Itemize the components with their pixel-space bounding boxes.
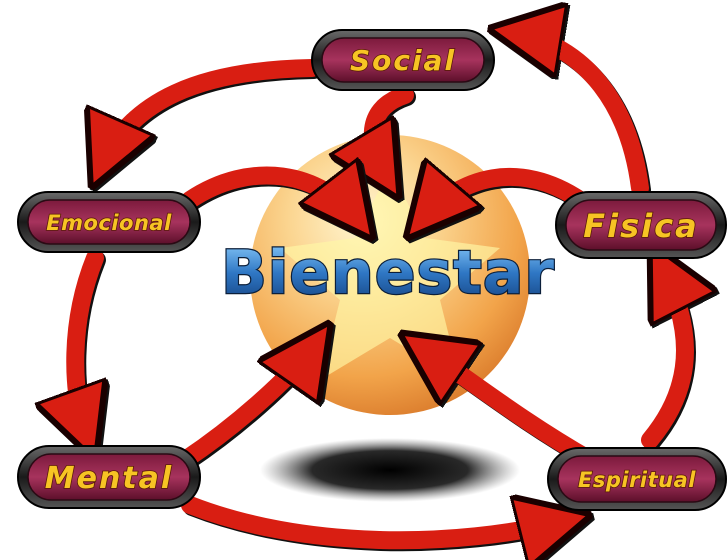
center-label: Bienestar bbox=[221, 238, 555, 308]
node-fisica-label: Fisica bbox=[583, 207, 698, 245]
arrow-espiritual-to-center bbox=[418, 345, 599, 469]
arrow-espiritual-to-fisica bbox=[641, 262, 685, 449]
node-social-label: Social bbox=[350, 44, 456, 77]
node-social: Social bbox=[311, 29, 495, 91]
node-fisica: Fisica bbox=[555, 191, 727, 259]
arrow-mental-to-center bbox=[176, 340, 318, 469]
outer-cycle-arrows bbox=[75, 32, 685, 540]
inner-arrows bbox=[176, 86, 599, 469]
arrow-social-to-center bbox=[373, 86, 414, 180]
center-star-glow bbox=[280, 168, 500, 380]
node-emocional: Emocional bbox=[17, 191, 201, 253]
node-mental: Mental bbox=[17, 445, 201, 509]
arrow-emocional-to-mental bbox=[75, 249, 95, 440]
arrow-mental-to-espiritual bbox=[181, 505, 570, 540]
node-espiritual-label: Espiritual bbox=[578, 468, 696, 492]
arrow-social-to-emocional bbox=[100, 59, 321, 168]
node-espiritual: Espiritual bbox=[547, 447, 727, 511]
node-emocional-label: Emocional bbox=[46, 211, 172, 235]
arrow-fisica-to-social bbox=[510, 32, 649, 197]
arrow-fisica-to-center bbox=[420, 177, 589, 222]
arrow-emocional-to-center bbox=[181, 175, 360, 222]
node-mental-label: Mental bbox=[45, 461, 173, 496]
sphere-shadow bbox=[260, 438, 520, 502]
